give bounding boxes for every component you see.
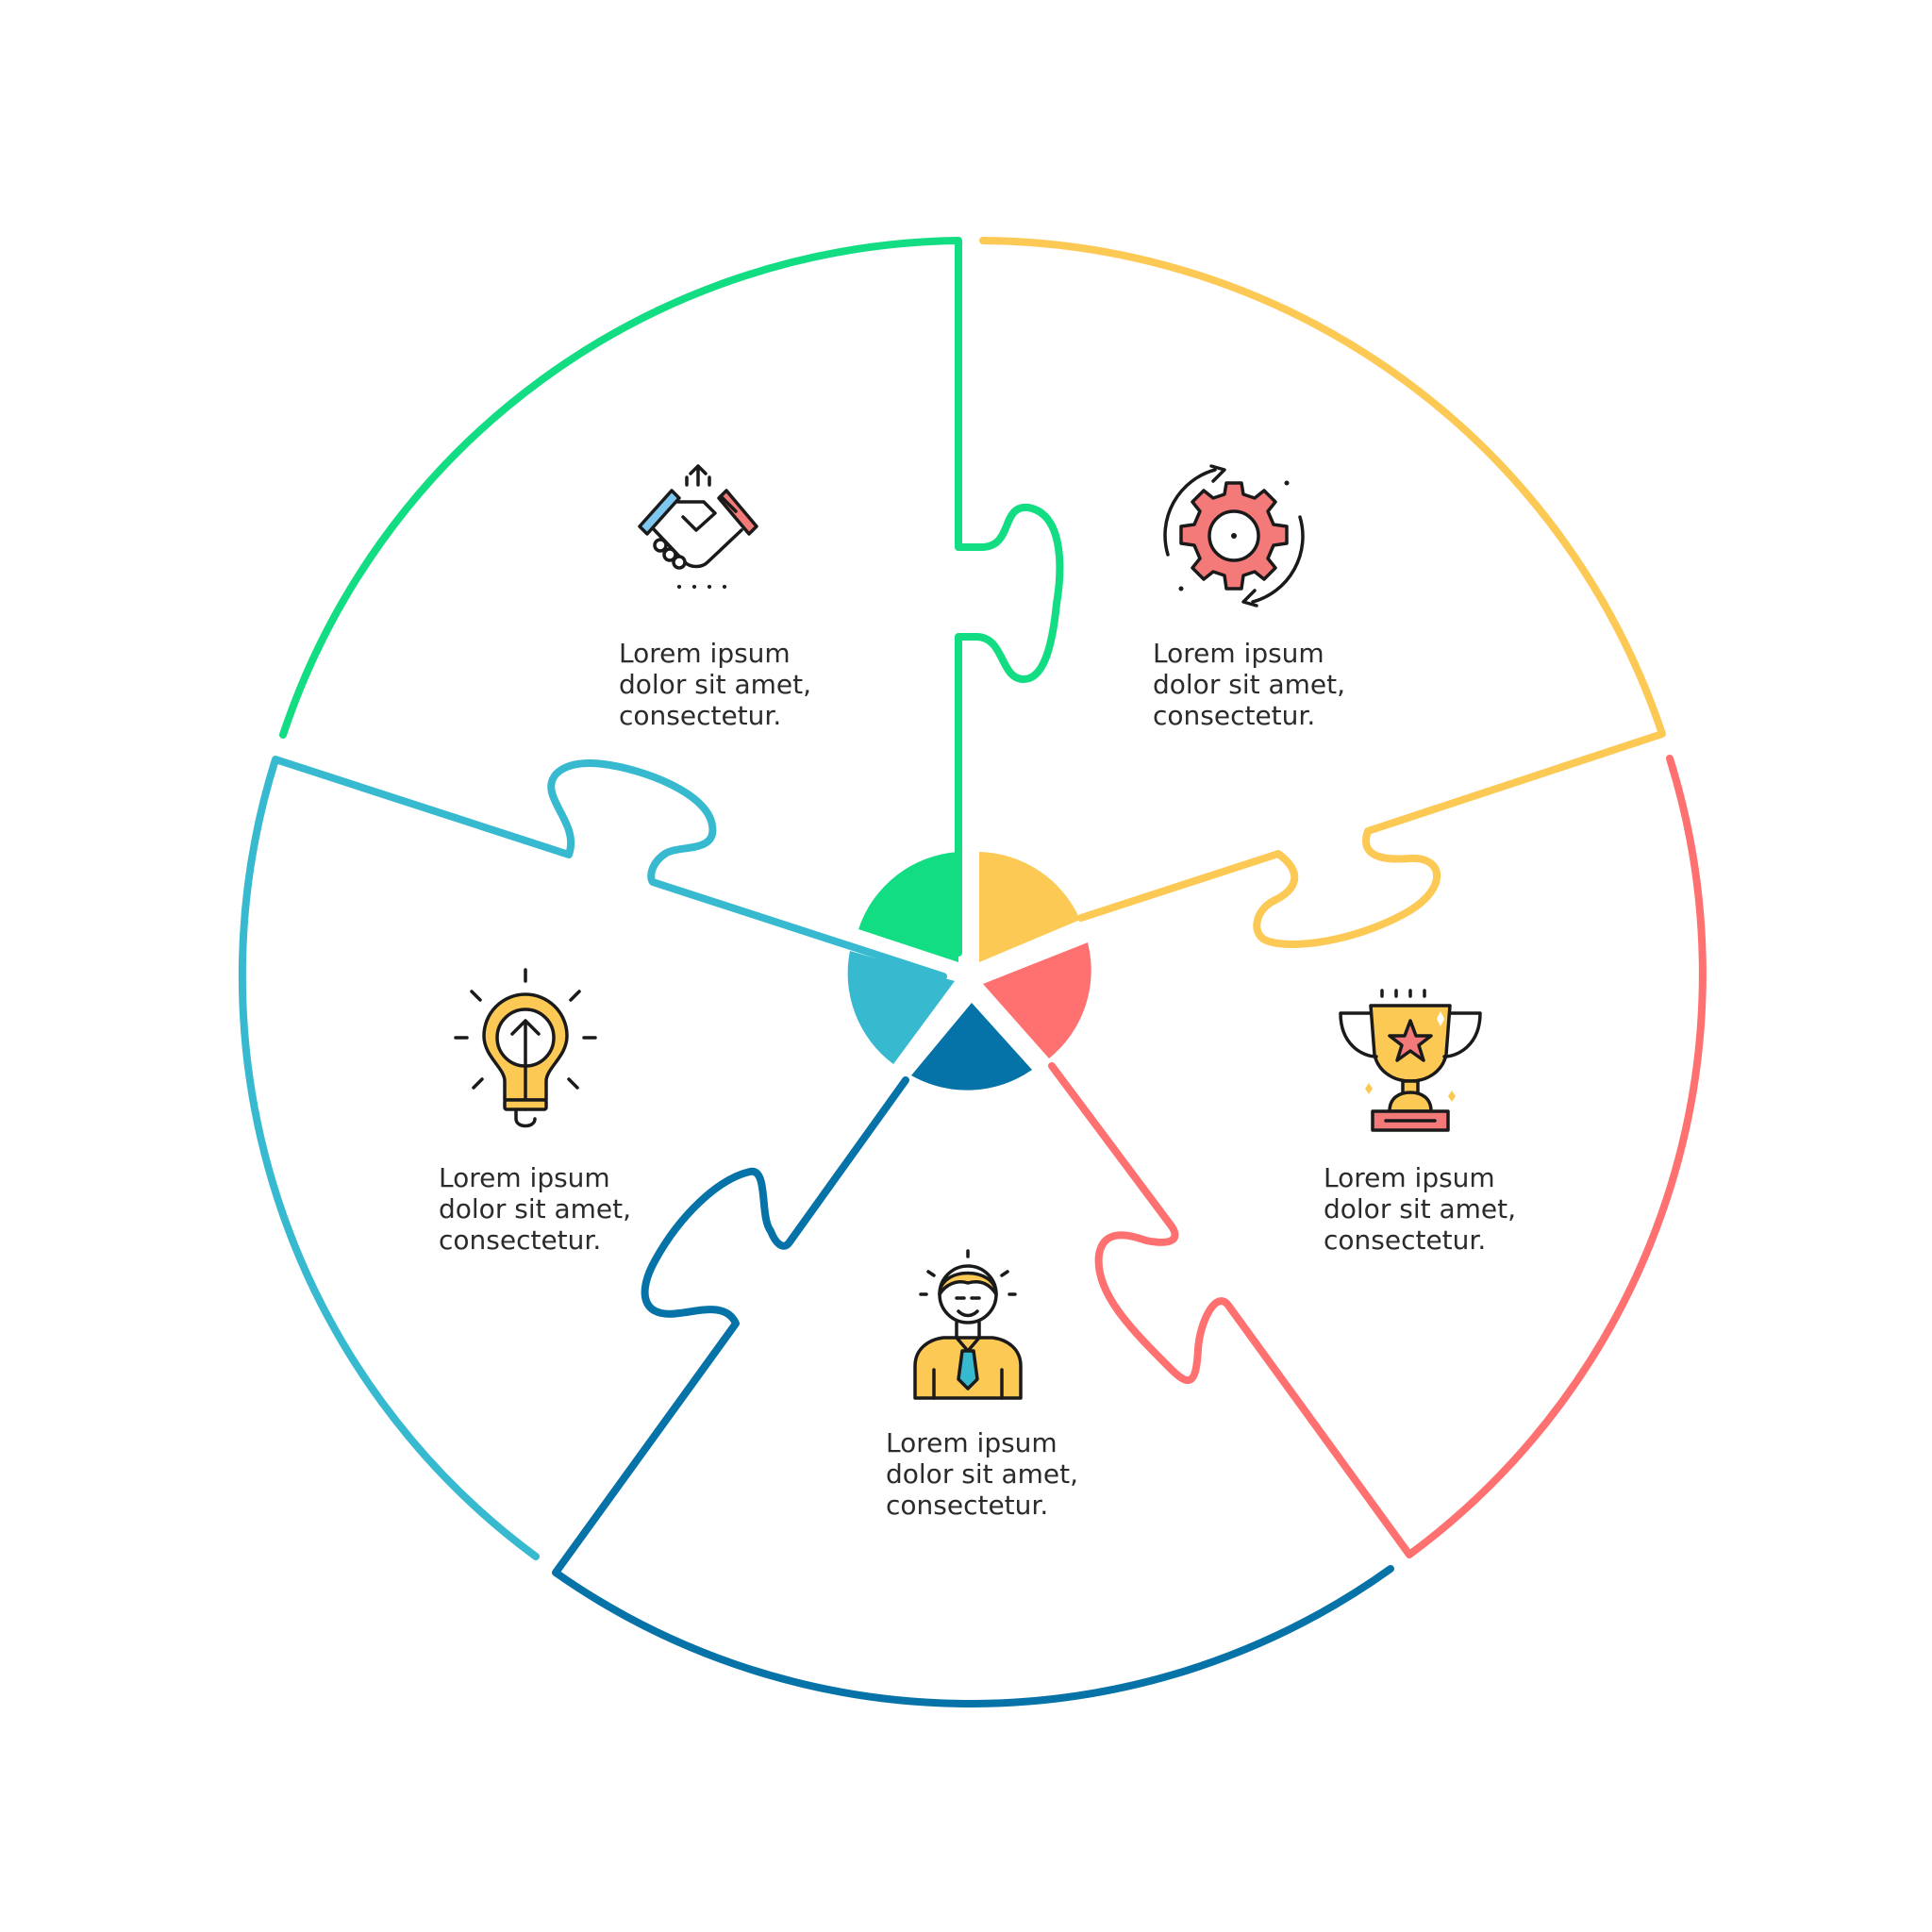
center-pie	[847, 852, 1091, 1091]
puzzle-piece-cyan	[238, 756, 947, 1560]
piece-text-red: Lorem ipsum dolor sit amet, consectetur.	[1324, 1162, 1569, 1256]
center-slice-yellow	[979, 852, 1080, 962]
center-slice-red	[983, 942, 1091, 1058]
lightbulb-idea-icon	[454, 968, 597, 1128]
piece-text-blue: Lorem ipsum dolor sit amet, consectetur.	[886, 1427, 1131, 1521]
piece-text-yellow: Lorem ipsum dolor sit amet, consectetur.	[1153, 638, 1398, 731]
puzzle-piece-blue	[552, 1076, 1394, 1707]
text-line: Lorem ipsum	[1324, 1162, 1495, 1193]
text-line: consectetur.	[439, 1224, 602, 1256]
text-line: Lorem ipsum	[619, 638, 791, 669]
gear-icon	[1163, 464, 1305, 608]
piece-text-green: Lorem ipsum dolor sit amet, consectetur.	[619, 638, 864, 731]
text-line: dolor sit amet,	[1324, 1193, 1517, 1224]
text-line: dolor sit amet,	[619, 669, 812, 700]
text-line: Lorem ipsum	[1153, 638, 1324, 669]
puzzle-piece-red	[1048, 755, 1707, 1558]
text-line: dolor sit amet,	[1153, 669, 1346, 700]
text-line: consectetur.	[886, 1490, 1049, 1521]
text-line: Lorem ipsum	[439, 1162, 610, 1193]
puzzle-piece-green	[279, 237, 1064, 957]
puzzle-piece-yellow	[979, 237, 1666, 948]
trophy-icon	[1339, 989, 1482, 1132]
text-line: consectetur.	[1324, 1224, 1487, 1256]
businessman-icon	[913, 1249, 1023, 1400]
center-slice-blue	[911, 1003, 1032, 1091]
text-line: Lorem ipsum	[886, 1427, 1058, 1458]
text-line: consectetur.	[1153, 700, 1316, 731]
center-slice-green	[858, 852, 958, 962]
handshake-icon	[638, 464, 758, 589]
text-line: dolor sit amet,	[886, 1458, 1079, 1490]
text-line: dolor sit amet,	[439, 1193, 632, 1224]
text-line: consectetur.	[619, 700, 782, 731]
center-slice-cyan	[847, 951, 955, 1064]
piece-text-cyan: Lorem ipsum dolor sit amet, consectetur.	[439, 1162, 684, 1256]
